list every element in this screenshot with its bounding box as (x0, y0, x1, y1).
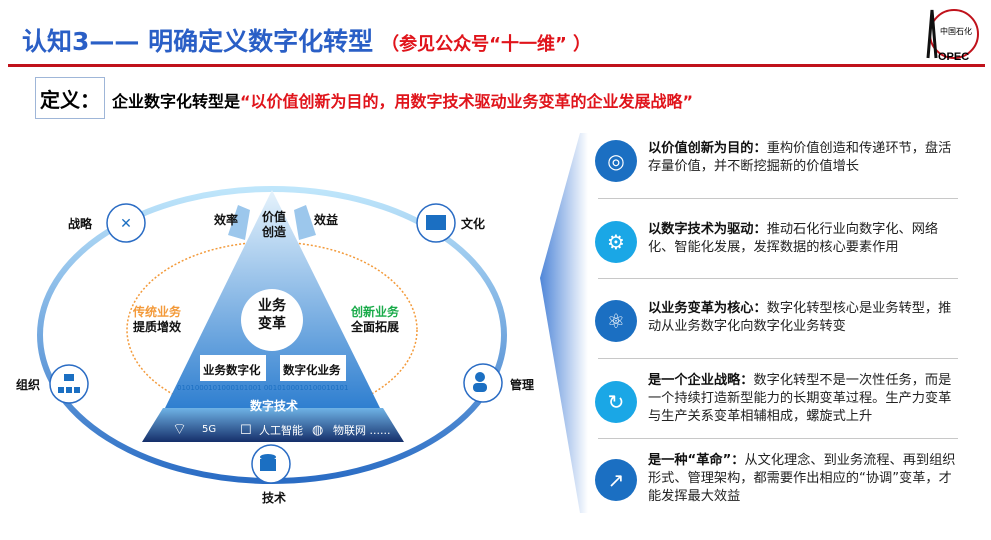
atom-icon: ⚛ (595, 300, 637, 342)
gears-icon: ⚙ (595, 221, 637, 263)
binary-stream: 0101000101000101001 0010100010100010101 (177, 384, 349, 392)
label-digital-business: 数字化业务 (283, 363, 341, 377)
label-benefit: 效益 (314, 213, 339, 227)
title-divider (8, 64, 985, 67)
digital-business-box (280, 355, 346, 381)
item-text: 数字化转型核心是业务转型，推动从业务数字化向数字化业务转变 (648, 301, 952, 334)
label-full-expansion: 全面拓展 (351, 320, 400, 334)
divider (598, 278, 958, 279)
management-user-icon (463, 363, 503, 403)
business-digitization-box (200, 355, 266, 381)
item-text: 推动石化行业向数字化、网络化、智能化发展，发挥数据的核心要素作用 (648, 222, 939, 255)
robot-icon: ☐ (240, 423, 252, 438)
label-technology: 技术 (262, 491, 287, 505)
organization-chart-icon (49, 364, 89, 404)
label-organization: 组织 (16, 378, 41, 392)
label-digital-tech: 数字技术 (250, 399, 299, 413)
label-5g: 5G (202, 424, 217, 435)
item-title: 以价值创新为目的： (648, 141, 767, 156)
target-icon: ◎ (595, 140, 637, 182)
definition-label: 定义： (35, 77, 105, 119)
divider (598, 198, 958, 199)
svg-text:中国石化: 中国石化 (940, 26, 972, 36)
technology-database-icon (251, 444, 291, 484)
title-subtitle: （参见公众号“十一维” ） (381, 34, 592, 55)
label-quality-efficiency: 提质增效 (133, 320, 182, 334)
svg-text:✕: ✕ (120, 216, 132, 232)
business-change-circle (241, 289, 303, 351)
label-management: 管理 (510, 378, 535, 392)
item-text: 数字化转型不是一次性任务，而是一个持续打造新型能力的长期变革过程。生产力变革与生… (648, 373, 952, 424)
definition-text: 企业数字化转型是“以价值创新为目的，用数字技术驱动业务变革的企业发展战略” (112, 88, 693, 112)
label-business-digitization: 业务数字化 (203, 363, 261, 377)
globe-icon: ◍ (312, 423, 323, 438)
divider (598, 358, 958, 359)
label-efficiency: 效率 (214, 213, 239, 227)
item-title: 是一种“革命”： (648, 453, 745, 468)
label-innovative-business: 创新业务 (351, 305, 400, 319)
strategy-icon: ✕ (106, 203, 146, 243)
title-main: 认知3—— 明确定义数字化转型 (22, 27, 374, 56)
label-traditional-business: 传统业务 (133, 305, 182, 319)
item-title: 以数字技术为驱动： (648, 222, 767, 237)
panel-pointer (540, 133, 588, 513)
growth-chart-icon: ↗ (595, 459, 637, 501)
label-iot: 物联网 ...... (333, 424, 391, 437)
culture-book-icon (416, 203, 456, 243)
transformation-diagram: ✕ ⌔ ☐ ◍ (37, 186, 507, 484)
item-text: 从文化理念、到业务流程、再到组织形式、管理架构，都需要作出相应的“协调”变革，才… (648, 453, 956, 504)
item-text: 重构价值创造和传递环节，盘活存量价值，并不断挖掘新的价值增长 (648, 141, 952, 174)
label-value-creation: 价值 创造 (262, 210, 287, 239)
sinopec-logo: OPEC 中国石化 (926, 9, 979, 63)
cycle-icon: ↻ (595, 381, 637, 423)
page-title: 认知3—— 明确定义数字化转型 （参见公众号“十一维” ） (22, 22, 591, 58)
label-business-change: 业务 变革 (258, 298, 286, 332)
definition-quote: “以价值创新为目的，用数字技术驱动业务变革的企业发展战略” (240, 92, 694, 111)
svg-text:OPEC: OPEC (938, 51, 969, 63)
divider (598, 438, 958, 439)
label-strategy: 战略 (68, 217, 93, 231)
item-title: 是一个企业战略： (648, 373, 754, 388)
label-ai: 人工智能 (259, 424, 303, 437)
label-culture: 文化 (461, 217, 486, 231)
wifi-icon: ⌔ (172, 419, 187, 438)
definition-lead: 企业数字化转型是 (112, 92, 241, 111)
digital-tech-base (142, 408, 404, 442)
item-title: 以业务变革为核心： (648, 301, 767, 316)
